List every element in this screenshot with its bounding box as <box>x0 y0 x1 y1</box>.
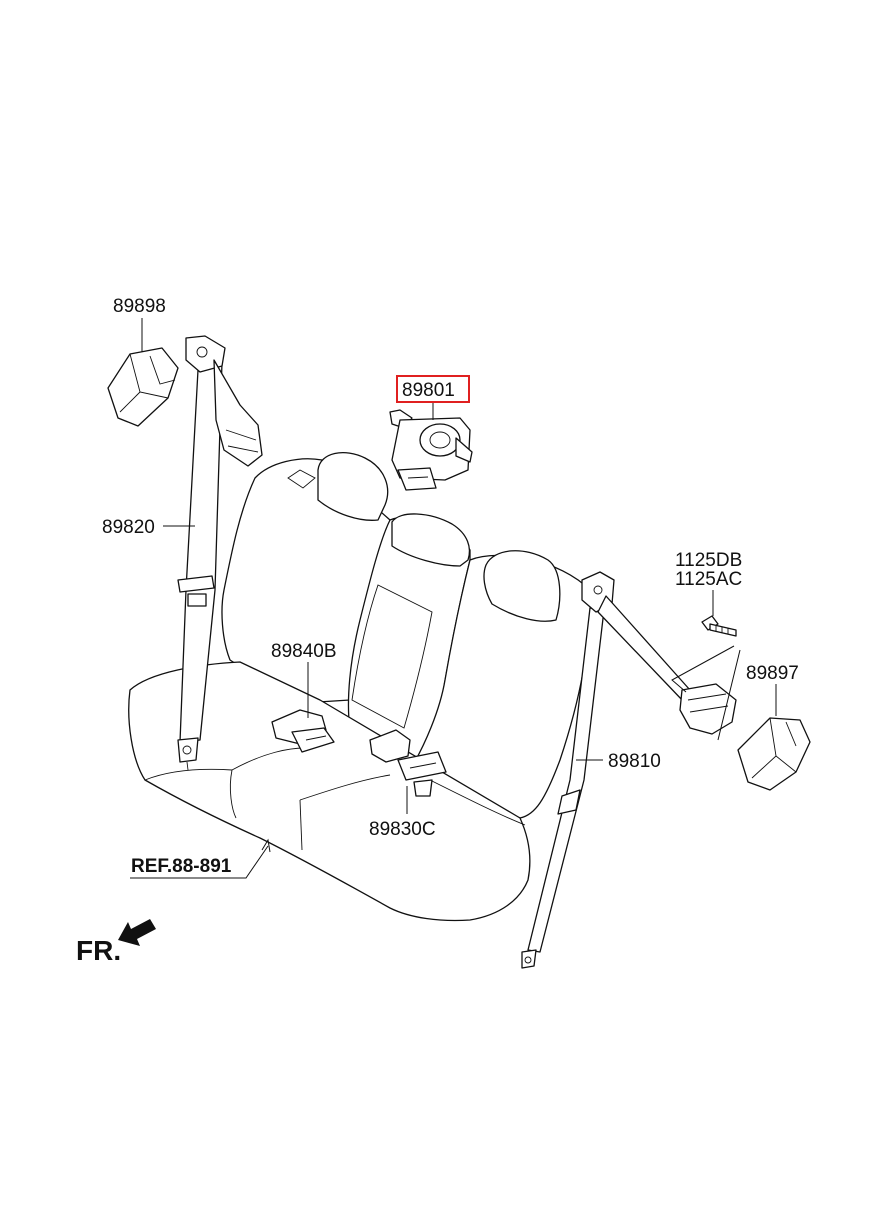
seat-belt-right <box>521 571 737 969</box>
buckle-left <box>271 709 335 753</box>
bolt <box>701 615 737 637</box>
label-1125ac[interactable]: 1125AC <box>675 569 742 590</box>
pass-through-panel <box>351 584 433 729</box>
label-1125db[interactable]: 1125DB <box>675 550 742 571</box>
label-89801[interactable]: 89801 <box>402 380 455 401</box>
headrest-left <box>317 452 389 521</box>
label-89840b[interactable]: 89840B <box>271 641 337 662</box>
seat-belt-left <box>177 335 263 771</box>
callout-labels: 89898 89801 89820 1125DB 1125AC 89840B 8… <box>102 296 799 877</box>
rear-seat <box>128 452 591 922</box>
label-89898[interactable]: 89898 <box>113 296 166 317</box>
seat-cushion <box>128 661 531 922</box>
front-direction-marker: FR. <box>76 919 156 966</box>
reference-label[interactable]: REF.88-891 <box>131 856 232 877</box>
leader-lines <box>130 318 777 879</box>
headrest-right <box>483 550 561 622</box>
front-arrow-icon <box>118 919 156 946</box>
front-label: FR. <box>76 935 121 966</box>
trim-cover-left <box>107 347 179 427</box>
highlight-box-89801 <box>396 375 470 403</box>
buckle-center <box>369 729 447 797</box>
headrest-center <box>391 513 471 567</box>
label-89820[interactable]: 89820 <box>102 517 155 538</box>
center-retractor <box>389 409 473 491</box>
label-89810[interactable]: 89810 <box>608 751 661 772</box>
label-89830c[interactable]: 89830C <box>369 819 436 840</box>
trim-cover-right <box>737 717 811 791</box>
label-89897[interactable]: 89897 <box>746 663 799 684</box>
